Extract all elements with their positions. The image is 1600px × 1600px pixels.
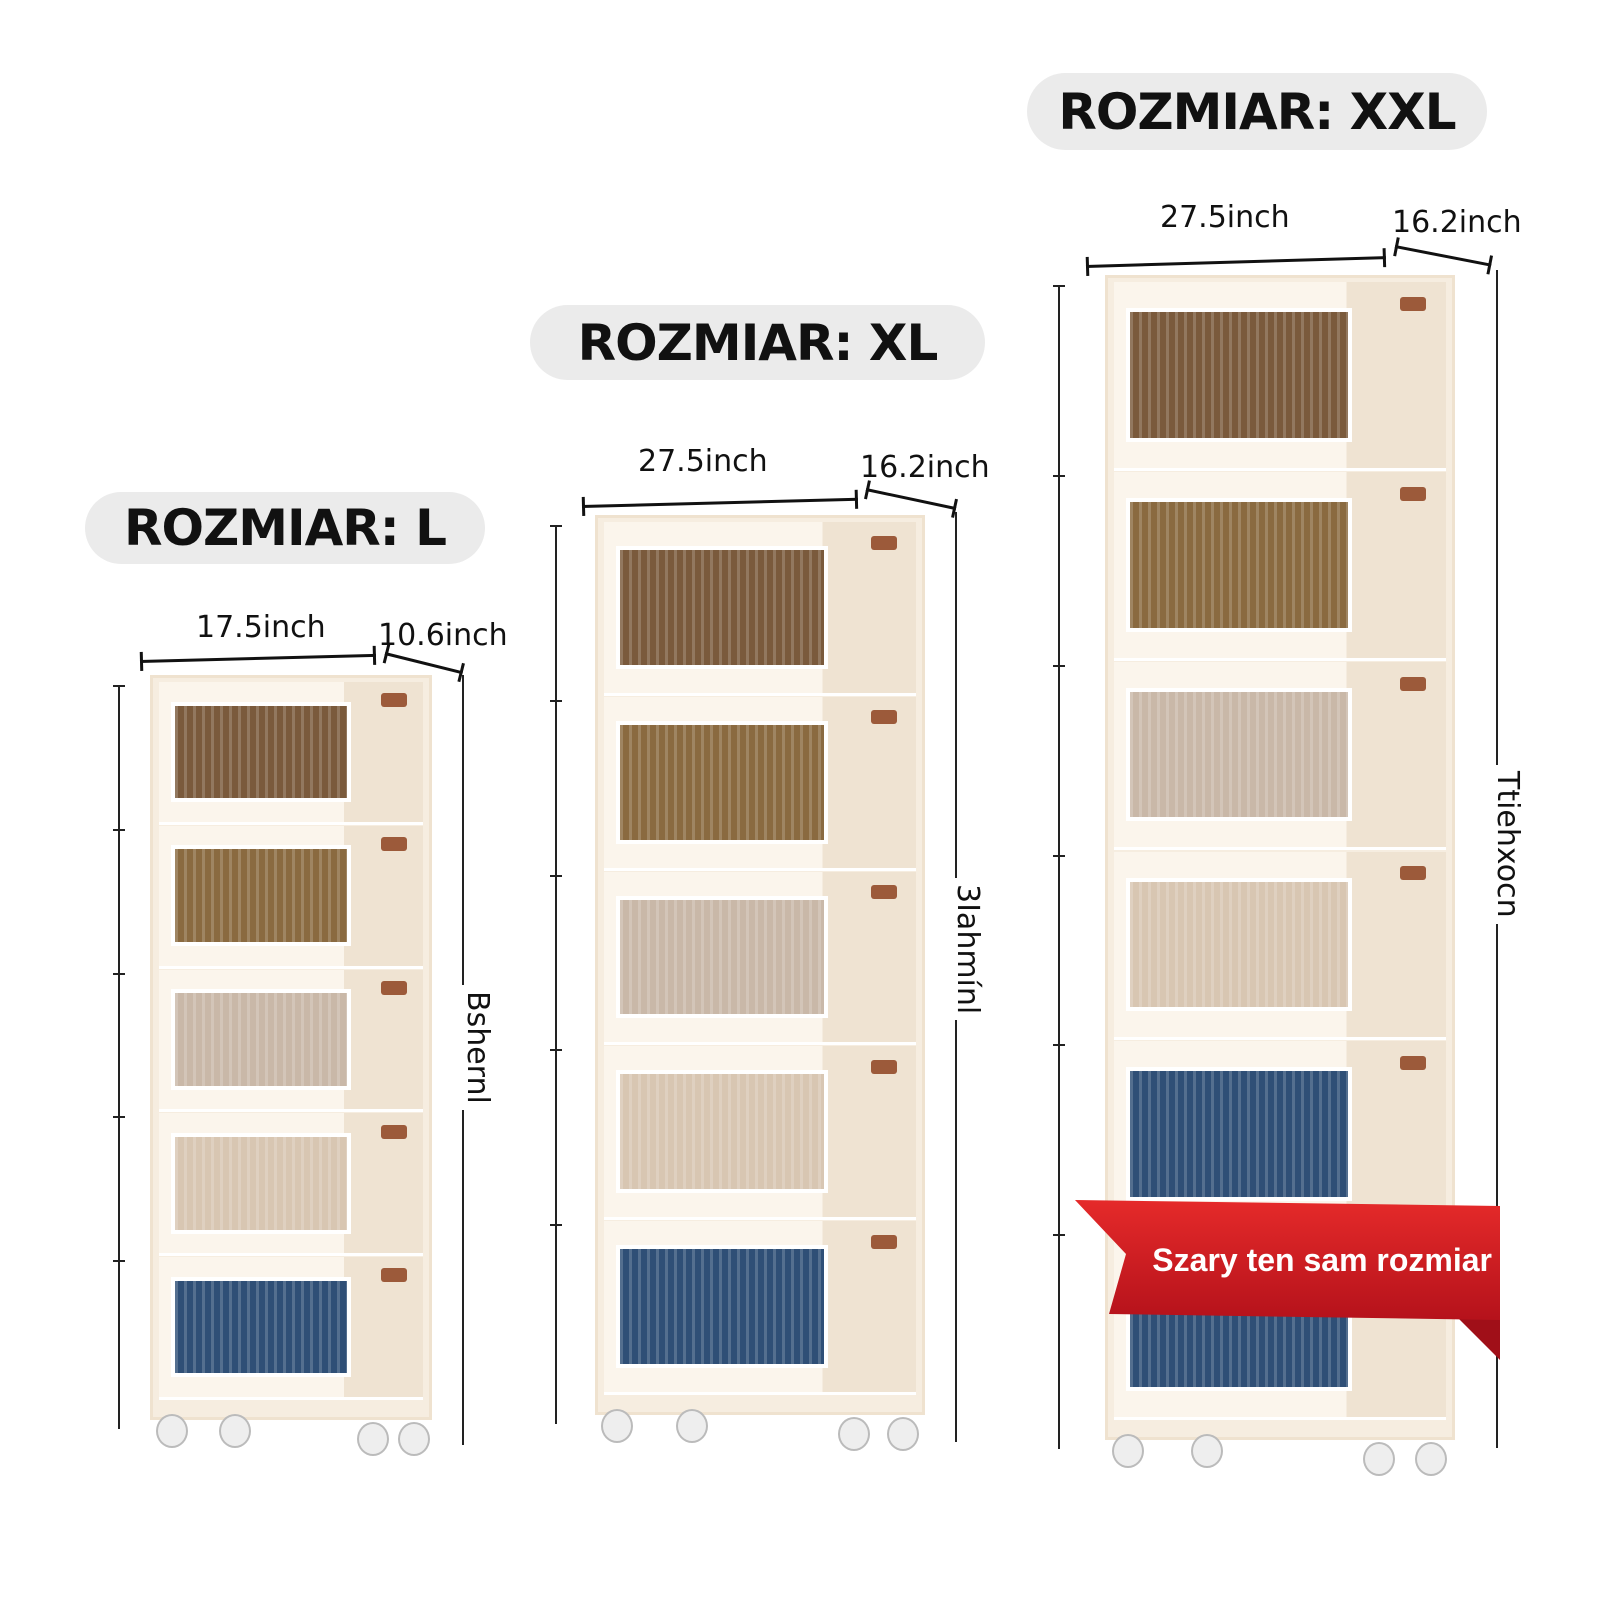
- drawer-window: [616, 1070, 829, 1194]
- color-note-ribbon: Szary ten sam rozmiar: [1075, 1200, 1500, 1320]
- drawer[interactable]: [159, 825, 423, 969]
- drawer-handle[interactable]: [381, 980, 408, 995]
- width-dimension-l: 17.5inch: [196, 610, 326, 645]
- depth-dimension-xxl: 16.2inch: [1392, 205, 1522, 240]
- size-label-xl: ROZMIAR: XL: [530, 305, 985, 380]
- drawer-window: [1126, 308, 1352, 442]
- wheel: [1414, 1442, 1447, 1476]
- drawer-window: [171, 1132, 351, 1234]
- wheel: [886, 1417, 919, 1451]
- drawer[interactable]: [604, 522, 916, 696]
- drawer-handle[interactable]: [871, 1234, 898, 1249]
- drawer[interactable]: [1114, 282, 1446, 471]
- drawer-window: [616, 545, 829, 669]
- depth-dimension-l: 10.6inch: [378, 618, 508, 653]
- size-label-l: ROZMIAR: L: [85, 492, 485, 564]
- drawer[interactable]: [1114, 471, 1446, 661]
- drawer[interactable]: [604, 1046, 916, 1221]
- drawer-window: [1126, 687, 1352, 822]
- drawer-window: [171, 701, 351, 803]
- drawer-window: [1126, 497, 1352, 632]
- drawer-window: [616, 895, 829, 1019]
- drawer-handle[interactable]: [871, 710, 898, 725]
- drawer-handle[interactable]: [1400, 866, 1427, 881]
- drawer-handle[interactable]: [1400, 676, 1427, 691]
- depth-line-xxl: [1394, 245, 1492, 267]
- drawer[interactable]: [159, 969, 423, 1113]
- depth-line-l: [384, 652, 463, 675]
- wheel: [1363, 1442, 1395, 1476]
- wheel: [219, 1414, 251, 1448]
- drawer[interactable]: [1114, 851, 1446, 1041]
- width-line-l: [139, 653, 376, 663]
- drawer-handle[interactable]: [871, 1060, 898, 1075]
- drawer-height-line: [1058, 285, 1060, 1449]
- drawer-height-line: [118, 685, 120, 1429]
- drawer[interactable]: [1114, 1041, 1446, 1231]
- drawer-handle[interactable]: [1400, 1056, 1427, 1071]
- wheel: [155, 1414, 188, 1448]
- drawer[interactable]: [604, 696, 916, 871]
- width-line-xl: [581, 497, 858, 508]
- wheel: [1111, 1434, 1144, 1468]
- depth-dimension-xl: 16.2inch: [860, 450, 990, 485]
- drawer-window: [171, 1276, 351, 1378]
- width-dimension-xxl: 27.5inch: [1160, 200, 1290, 235]
- wheel: [676, 1409, 708, 1443]
- drawer-window: [171, 989, 351, 1090]
- wheel: [357, 1422, 389, 1456]
- drawer-handle[interactable]: [381, 1268, 408, 1283]
- drawer-window: [1126, 1067, 1352, 1202]
- height-dimension-l: Bshernl: [460, 985, 495, 1110]
- width-line-xxl: [1085, 256, 1386, 268]
- drawer[interactable]: [159, 682, 423, 825]
- drawer-window: [171, 845, 351, 946]
- drawer-handle[interactable]: [871, 885, 898, 900]
- height-dimension-xxl: Ttiehxocn: [1490, 765, 1525, 924]
- size-label-xxl: ROZMIAR: XXL: [1027, 73, 1487, 150]
- drawer-handle[interactable]: [1400, 486, 1427, 501]
- drawer[interactable]: [1114, 661, 1446, 851]
- drawer[interactable]: [604, 871, 916, 1046]
- drawer-window: [616, 1245, 829, 1369]
- drawer[interactable]: [159, 1113, 423, 1257]
- ribbon-text: Szary ten sam rozmiar: [1152, 1241, 1492, 1278]
- wheel: [1191, 1434, 1223, 1468]
- drawer-handle[interactable]: [381, 693, 408, 708]
- width-dimension-xl: 27.5inch: [638, 444, 768, 479]
- cabinet-xl: [595, 515, 925, 1415]
- wheel: [838, 1417, 870, 1451]
- drawer-handle[interactable]: [381, 1124, 408, 1139]
- depth-line-xl: [865, 488, 957, 511]
- drawer-handle[interactable]: [381, 836, 408, 851]
- cabinet-l: [150, 675, 432, 1420]
- drawer-window: [1126, 877, 1352, 1012]
- height-dimension-xl: 3Iahmínl: [950, 878, 985, 1021]
- wheel: [601, 1409, 634, 1443]
- drawer[interactable]: [159, 1257, 423, 1400]
- drawer-height-line: [555, 525, 557, 1424]
- wheel: [398, 1422, 431, 1456]
- drawer-handle[interactable]: [871, 535, 898, 550]
- drawer-handle[interactable]: [1400, 296, 1427, 311]
- drawer[interactable]: [604, 1221, 916, 1395]
- drawer-window: [616, 720, 829, 844]
